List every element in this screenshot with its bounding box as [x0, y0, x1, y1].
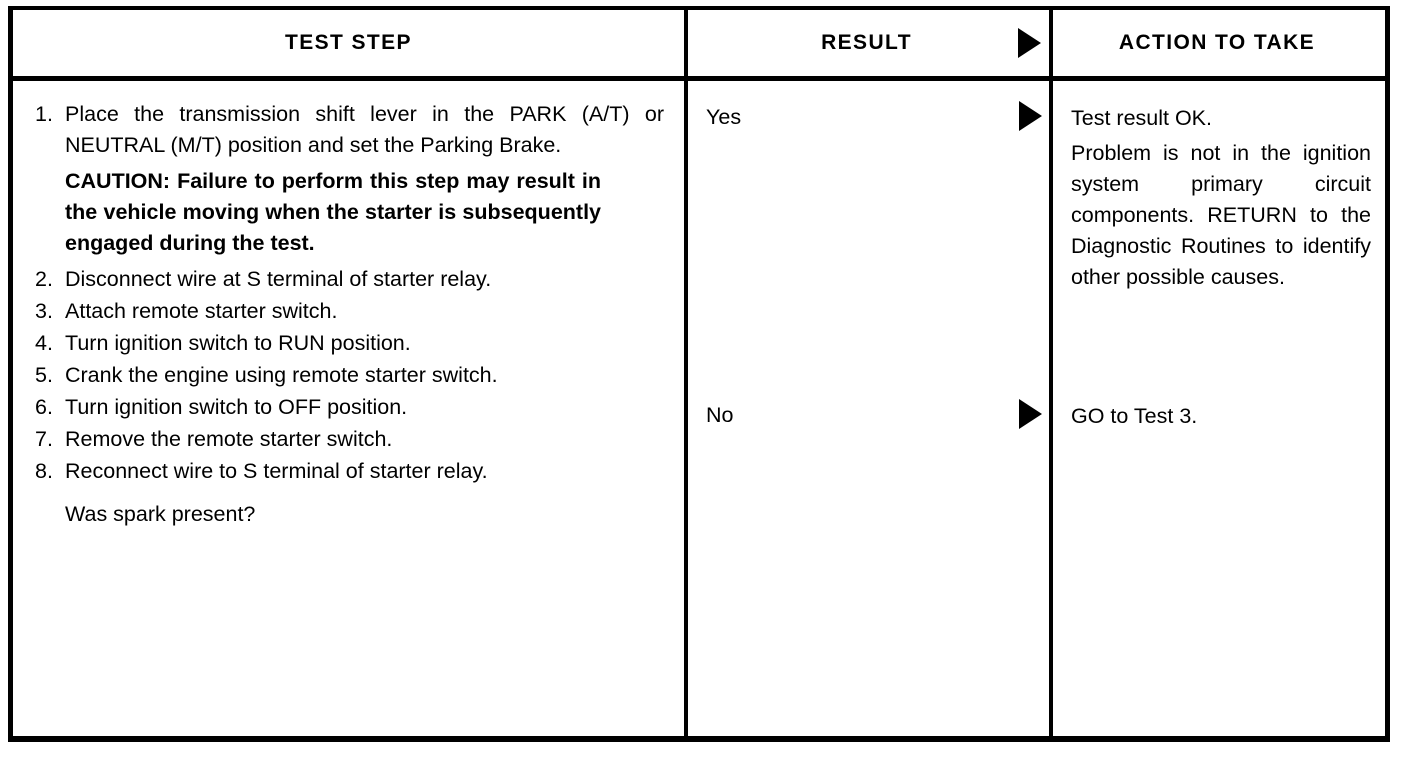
header-test-step: TEST STEP	[285, 31, 412, 54]
header-result-cell: RESULT	[684, 10, 1049, 76]
result-yes-label: Yes	[706, 105, 742, 129]
action-no-primary: GO to Test 3.	[1071, 404, 1198, 428]
right-triangle-icon	[1019, 399, 1042, 429]
list-item: 6. Turn ignition switch to OFF position.	[35, 392, 664, 423]
step-text: Remove the remote starter switch.	[65, 427, 393, 451]
column-divider-action	[1049, 10, 1053, 740]
step-number: 1.	[35, 102, 53, 126]
step-text: Crank the engine using remote starter sw…	[65, 363, 498, 387]
column-divider-result	[684, 10, 688, 740]
test-step-list: 1. Place the transmission shift lever in…	[35, 99, 664, 530]
test-step-cell: 1. Place the transmission shift lever in…	[13, 81, 684, 740]
result-no: No	[706, 399, 1049, 429]
table-body-row: 1. Place the transmission shift lever in…	[13, 81, 1385, 740]
test-question: Was spark present?	[65, 502, 256, 526]
header-result-label: RESULT	[821, 31, 912, 54]
diagnostic-table: TEST STEP RESULT ACTION TO TAKE 1. Place…	[8, 6, 1390, 742]
list-item: 7. Remove the remote starter switch.	[35, 424, 664, 455]
right-triangle-icon	[1018, 28, 1041, 58]
right-triangle-icon	[1019, 101, 1042, 131]
result-cell: Yes No	[684, 81, 1049, 740]
step-number: 7.	[35, 427, 53, 451]
table-header-row: TEST STEP RESULT ACTION TO TAKE	[13, 10, 1385, 76]
step-text: Turn ignition switch to RUN position.	[65, 331, 411, 355]
step-text: Disconnect wire at S terminal of starter…	[65, 267, 492, 291]
step-number: 8.	[35, 459, 53, 483]
step-number: 4.	[35, 331, 53, 355]
result-no-label: No	[706, 403, 734, 427]
list-item: 5. Crank the engine using remote starter…	[35, 360, 664, 391]
list-item: 8. Reconnect wire to S terminal of start…	[35, 456, 664, 487]
caution-note: CAUTION: Failure to perform this step ma…	[65, 169, 601, 255]
step-number: 6.	[35, 395, 53, 419]
action-yes-detail: Problem is not in the ignition system pr…	[1071, 141, 1371, 289]
step-number: 5.	[35, 363, 53, 387]
step-number: 3.	[35, 299, 53, 323]
list-item: 2. Disconnect wire at S terminal of star…	[35, 264, 664, 295]
step-text: Place the transmission shift lever in th…	[65, 102, 664, 157]
action-cell: Test result OK. Problem is not in the ig…	[1049, 81, 1385, 740]
step-text: Turn ignition switch to OFF position.	[65, 395, 408, 419]
step-number: 2.	[35, 267, 53, 291]
list-item: 1. Place the transmission shift lever in…	[35, 99, 664, 161]
result-yes: Yes	[706, 101, 1049, 131]
step-text: Attach remote starter switch.	[65, 299, 338, 323]
step-text: Reconnect wire to S terminal of starter …	[65, 459, 488, 483]
action-yes-primary: Test result OK.	[1071, 106, 1212, 130]
header-action-to-take: ACTION TO TAKE	[1118, 31, 1316, 54]
header-divider	[13, 76, 1385, 81]
list-item: 4. Turn ignition switch to RUN position.	[35, 328, 664, 359]
list-item: 3. Attach remote starter switch.	[35, 296, 664, 327]
